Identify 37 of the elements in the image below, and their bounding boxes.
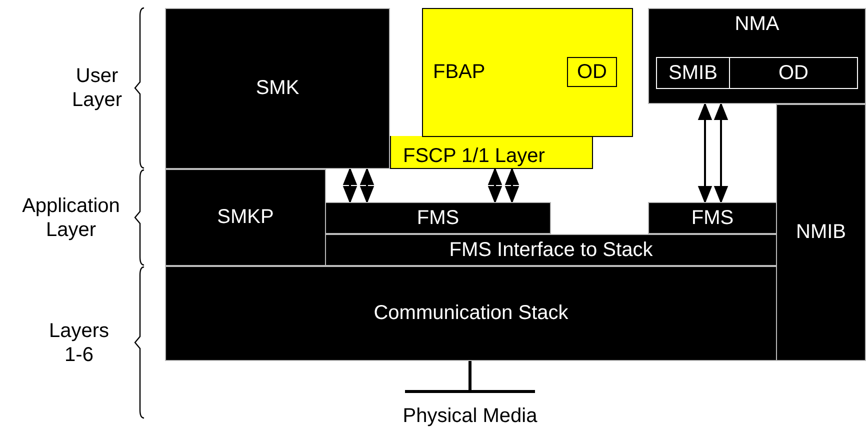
layer-box bbox=[656, 57, 730, 89]
layer-label: Communication Stack bbox=[374, 302, 568, 325]
layer-label: Physical Media bbox=[402, 405, 538, 428]
layer-label: NMA bbox=[734, 13, 780, 36]
double-arrow bbox=[698, 102, 712, 204]
layer-box bbox=[648, 202, 777, 234]
double-arrow bbox=[488, 167, 502, 204]
layer-box bbox=[648, 8, 866, 104]
layer-label: FMS Interface to Stack bbox=[449, 238, 653, 262]
layer-label: FBAP bbox=[433, 61, 486, 84]
layer-label: FMS bbox=[691, 206, 734, 230]
layer-label: FMS bbox=[416, 206, 460, 230]
double-arrow bbox=[342, 167, 358, 204]
layer-box bbox=[165, 169, 326, 266]
layer-label: SMIB bbox=[668, 62, 718, 84]
layer-box bbox=[165, 8, 390, 169]
layer-label: FSCP 1/1 Layer bbox=[403, 145, 545, 168]
layer-box bbox=[776, 104, 866, 361]
layer-label: SMKP bbox=[217, 206, 274, 229]
layer-box bbox=[729, 57, 858, 89]
layer-group-label: User Layer bbox=[70, 64, 124, 112]
layer-box bbox=[325, 202, 551, 234]
layer-label: NMIB bbox=[796, 221, 846, 244]
double-arrow bbox=[360, 167, 374, 204]
layer-label: OD bbox=[778, 62, 808, 84]
layer-label: SMK bbox=[256, 77, 300, 100]
layer-box bbox=[325, 234, 777, 266]
layer-label: OD bbox=[577, 60, 607, 84]
layer-group-label: Layers 1-6 bbox=[48, 318, 110, 366]
layer-box bbox=[165, 266, 777, 361]
double-arrow bbox=[714, 102, 728, 204]
layer-group-label: Application Layer bbox=[21, 194, 121, 242]
double-arrow bbox=[504, 167, 520, 204]
layer-box bbox=[390, 136, 593, 169]
bus-line bbox=[468, 361, 472, 390]
layer-box bbox=[422, 8, 633, 137]
layer-box bbox=[567, 57, 617, 87]
